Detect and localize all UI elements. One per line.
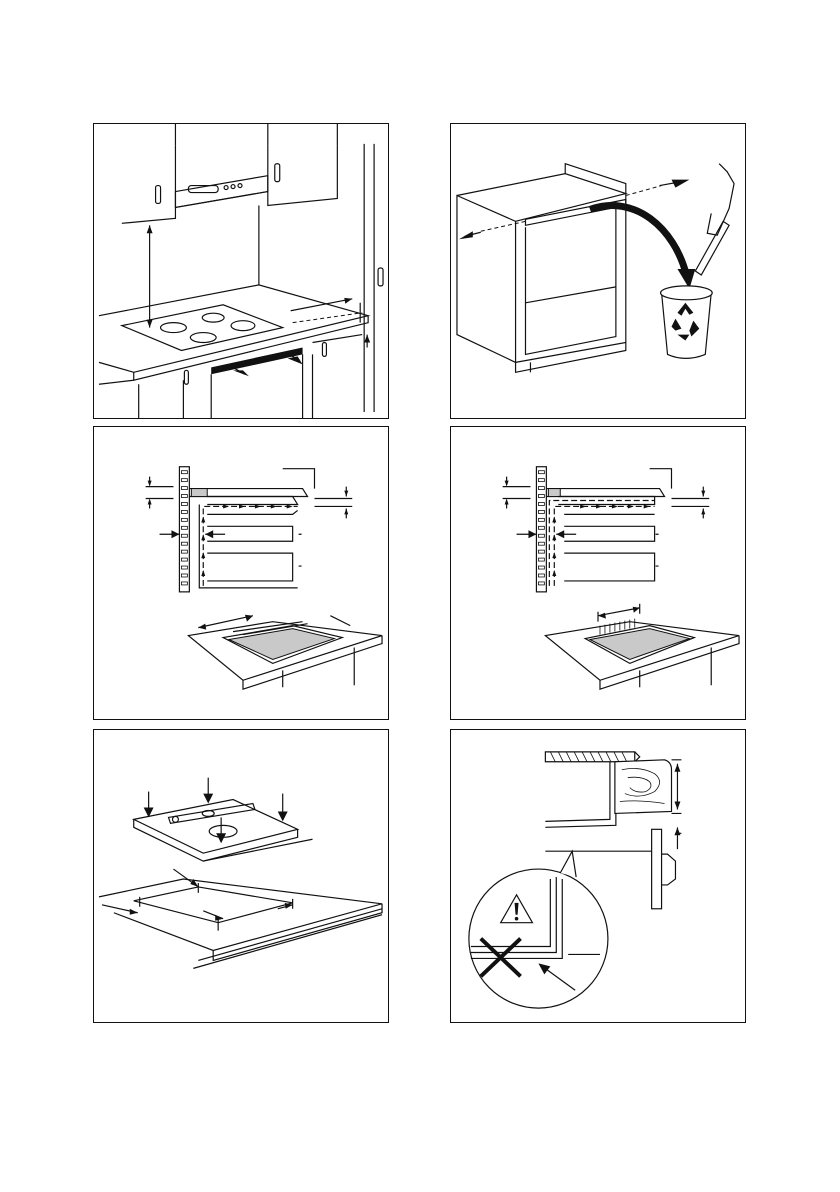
panel-ventilation-rear	[450, 426, 746, 720]
worktop-edge-illustration	[451, 730, 745, 1022]
range-hood-illustration	[94, 124, 388, 418]
ventilation-rear-illustration	[451, 427, 745, 719]
panel-range-hood-clearance	[93, 123, 389, 419]
cabinet-rail-illustration	[451, 124, 745, 418]
ventilation-front-illustration	[94, 427, 388, 719]
install-hob-illustration	[94, 730, 388, 1022]
panel-ventilation-front	[93, 426, 389, 720]
panel-worktop-edge-warning	[450, 729, 746, 1023]
panel-remove-cabinet-rail	[450, 123, 746, 419]
panel-install-hob	[93, 729, 389, 1023]
